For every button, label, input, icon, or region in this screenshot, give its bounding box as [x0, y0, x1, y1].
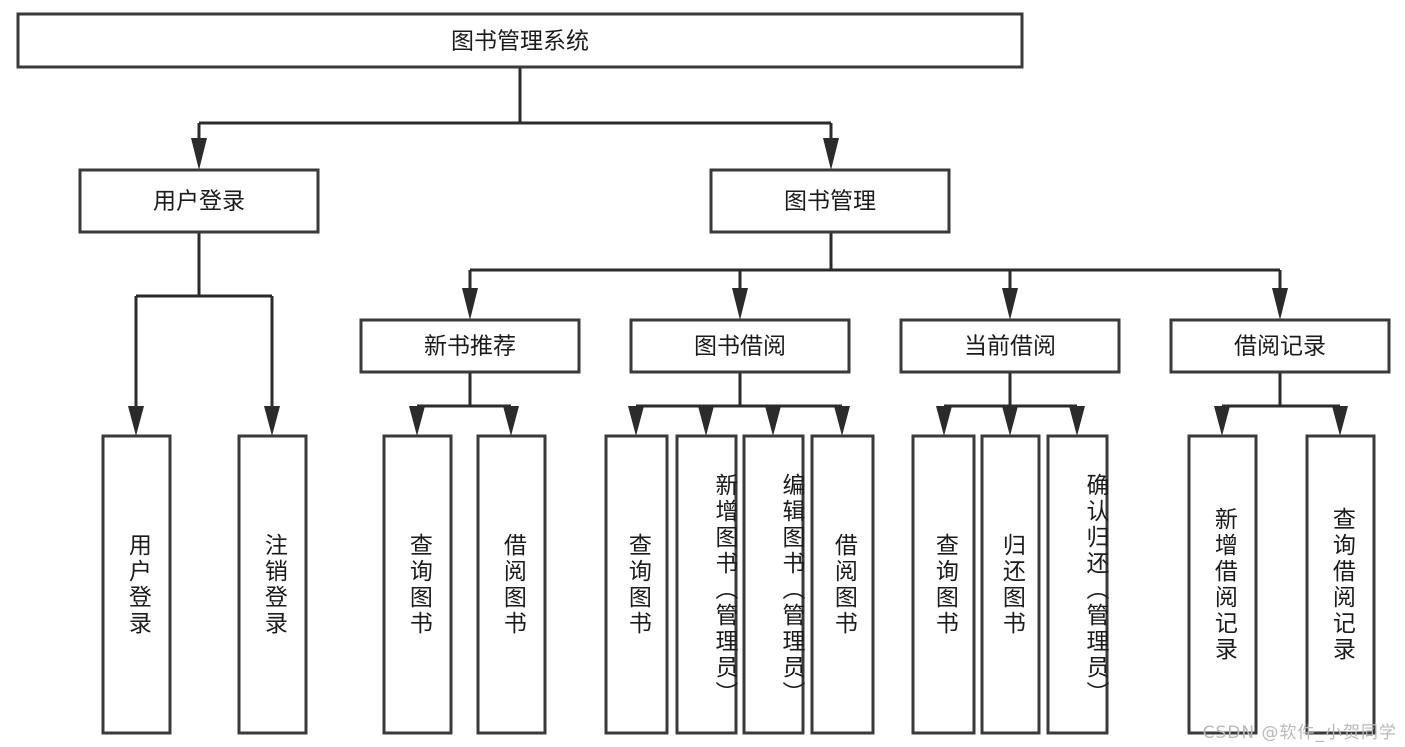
- arrow-head-leaf-user-login: [128, 406, 144, 436]
- node-box-br-query[interactable]: [1305, 434, 1376, 735]
- node-label-book-borrow: 图书借阅: [694, 334, 786, 360]
- arrow-head-nb-query: [409, 406, 425, 436]
- node-box-leaf-logout[interactable]: [237, 434, 308, 735]
- node-box-cb-return[interactable]: [980, 434, 1041, 735]
- arrow-head-br-add: [1214, 406, 1230, 436]
- node-label-book-manage: 图书管理: [784, 189, 876, 215]
- node-box-bb-borrow[interactable]: [810, 434, 875, 735]
- arrow-head-cb-confirm: [1069, 406, 1085, 436]
- connector-group-book-borrow: [628, 372, 850, 436]
- arrow-head-borrow-record: [1272, 288, 1288, 320]
- arrow-head-bb-query: [628, 406, 644, 436]
- node-box-br-add[interactable]: [1187, 434, 1258, 735]
- node-box-book-manage[interactable]: [709, 168, 951, 234]
- arrow-head-new-book: [462, 288, 478, 320]
- node-box-current-borrow[interactable]: [899, 318, 1121, 374]
- connector-group-new-book: [409, 372, 519, 436]
- connector-group-root: [191, 67, 839, 170]
- arrow-head-book-borrow: [732, 288, 748, 320]
- arrow-head-bb-add: [698, 406, 714, 436]
- node-box-nb-query[interactable]: [382, 434, 453, 735]
- arrow-head-cb-query: [936, 406, 952, 436]
- node-label-current-borrow: 当前借阅: [964, 334, 1056, 360]
- node-label-user-login: 用户登录: [153, 189, 245, 215]
- arrow-head-current-borrow: [1002, 288, 1018, 320]
- node-box-book-borrow[interactable]: [629, 318, 851, 374]
- connector-group-user-login: [128, 232, 280, 436]
- node-box-borrow-record[interactable]: [1169, 318, 1391, 374]
- node-box-bb-add[interactable]: [675, 434, 738, 735]
- arrow-head-book-manage: [823, 138, 839, 170]
- node-box-bb-edit[interactable]: [742, 434, 805, 735]
- node-box-bb-query[interactable]: [604, 434, 669, 735]
- arrow-head-user-login: [191, 138, 207, 170]
- node-box-root[interactable]: [16, 12, 1024, 69]
- connector-group-book-manage: [462, 232, 1288, 320]
- connector-group-current-borrow: [936, 372, 1085, 436]
- arrow-head-leaf-logout: [264, 406, 280, 436]
- arrow-head-bb-edit: [765, 406, 781, 436]
- node-label-borrow-record: 借阅记录: [1234, 334, 1326, 360]
- node-box-leaf-user-login[interactable]: [101, 434, 172, 735]
- connector-group-borrow-record: [1214, 372, 1348, 436]
- node-box-user-login[interactable]: [78, 168, 320, 234]
- arrow-head-nb-borrow: [503, 406, 519, 436]
- arrow-head-cb-return: [1002, 406, 1018, 436]
- node-label-new-book: 新书推荐: [424, 334, 516, 360]
- node-box-cb-confirm[interactable]: [1046, 434, 1109, 735]
- node-box-cb-query[interactable]: [911, 434, 976, 735]
- csdn-watermark: CSDN @软件_小贺同学: [1202, 723, 1397, 743]
- arrow-head-bb-borrow: [834, 406, 850, 436]
- arrow-head-br-query: [1332, 406, 1348, 436]
- node-box-new-book[interactable]: [359, 318, 581, 374]
- node-box-nb-borrow[interactable]: [476, 434, 547, 735]
- node-label-root: 图书管理系统: [451, 29, 589, 55]
